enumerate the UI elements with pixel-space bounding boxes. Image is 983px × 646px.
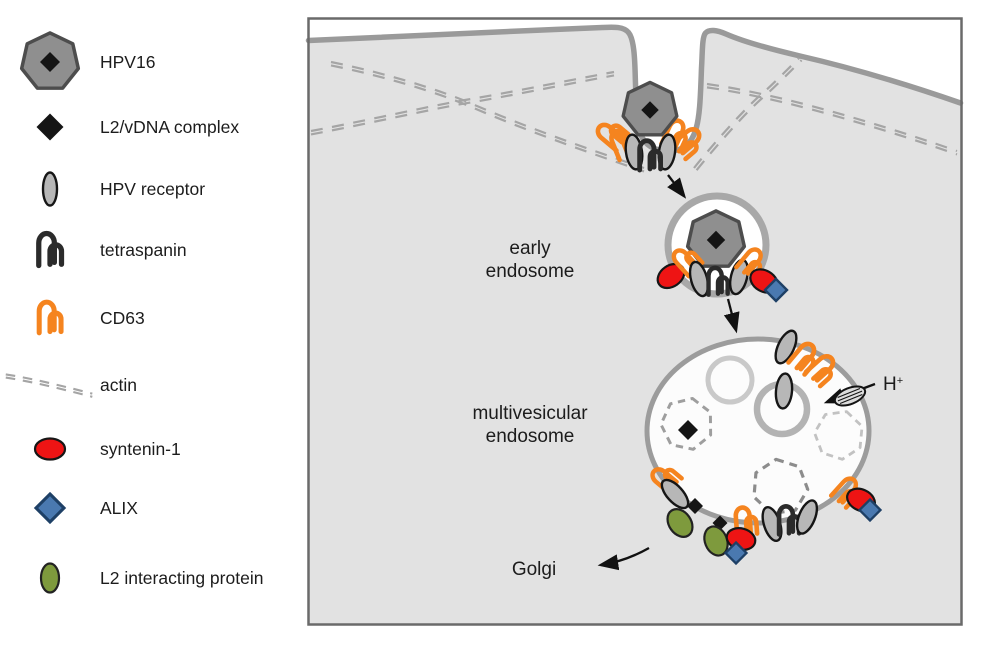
legend-item-syntenin-1: syntenin-1 [0,414,181,484]
legend: HPV16 L2/vDNA complex HPV receptor [0,0,300,646]
syntenin-1-icon [0,434,100,464]
entry-to-early-endosome-arrow [667,174,687,199]
legend-item-l2-interacting-protein: L2 interacting protein [0,543,263,613]
golgi-budding-cluster [650,462,758,564]
legend-label: tetraspanin [100,239,187,260]
legend-item-alix: ALIX [0,473,138,543]
pump-stripe [837,388,861,399]
legend-label: actin [100,374,137,395]
legend-item-cd63: CD63 [0,283,145,353]
pump-stripe [837,390,863,402]
extracellular-space [308,19,961,152]
mve-label-line1: multivesicular [472,403,588,424]
actin-filament [310,70,615,136]
actin-filament [706,82,958,156]
legend-item-hpv16: HPV16 [0,27,155,97]
legend-label: HPV receptor [100,178,206,199]
legend-label: syntenin-1 [100,438,181,459]
legend-label: L2/vDNA complex [100,116,240,137]
pump-stripe [839,393,863,404]
actin-icon [0,365,100,405]
golgi-label: Golgi [512,559,556,580]
l2-interacting-protein-icon [0,558,100,598]
early-to-multivesicular-arrow [723,298,740,334]
legend-item-tetraspanin: tetraspanin [0,215,187,285]
legend-item-hpv-receptor: HPV receptor [0,154,205,224]
mve-label-line2: endosome [486,426,575,447]
cd63-syntenin-alix-cluster [831,476,880,521]
proton-pump [833,385,867,407]
hpv16-virion [621,80,679,137]
legend-item-l2-vdna: L2/vDNA complex [0,92,239,162]
early-endosome-label-line1: early [509,238,551,259]
legend-label: HPV16 [100,51,156,72]
diagram-frame [307,17,963,626]
intraluminal-vesicle [705,355,755,405]
legend-label: ALIX [100,497,138,518]
proton-label: H+ [883,374,903,395]
multivesicular-endosome [644,326,881,564]
actin-filament [693,57,803,171]
legend-label: L2 interacting protein [100,567,264,588]
legend-label: CD63 [100,307,145,328]
l2-interacting-protein-glyph [666,508,694,538]
early-endosome-label-line2: endosome [486,261,575,282]
early-endosome [656,192,787,301]
actin-filaments [310,57,958,173]
hpv-receptor-icon [0,169,100,209]
actin-filament [330,60,645,173]
legend-item-actin: actin [0,350,137,420]
mve-to-golgi-arrow [597,546,650,571]
